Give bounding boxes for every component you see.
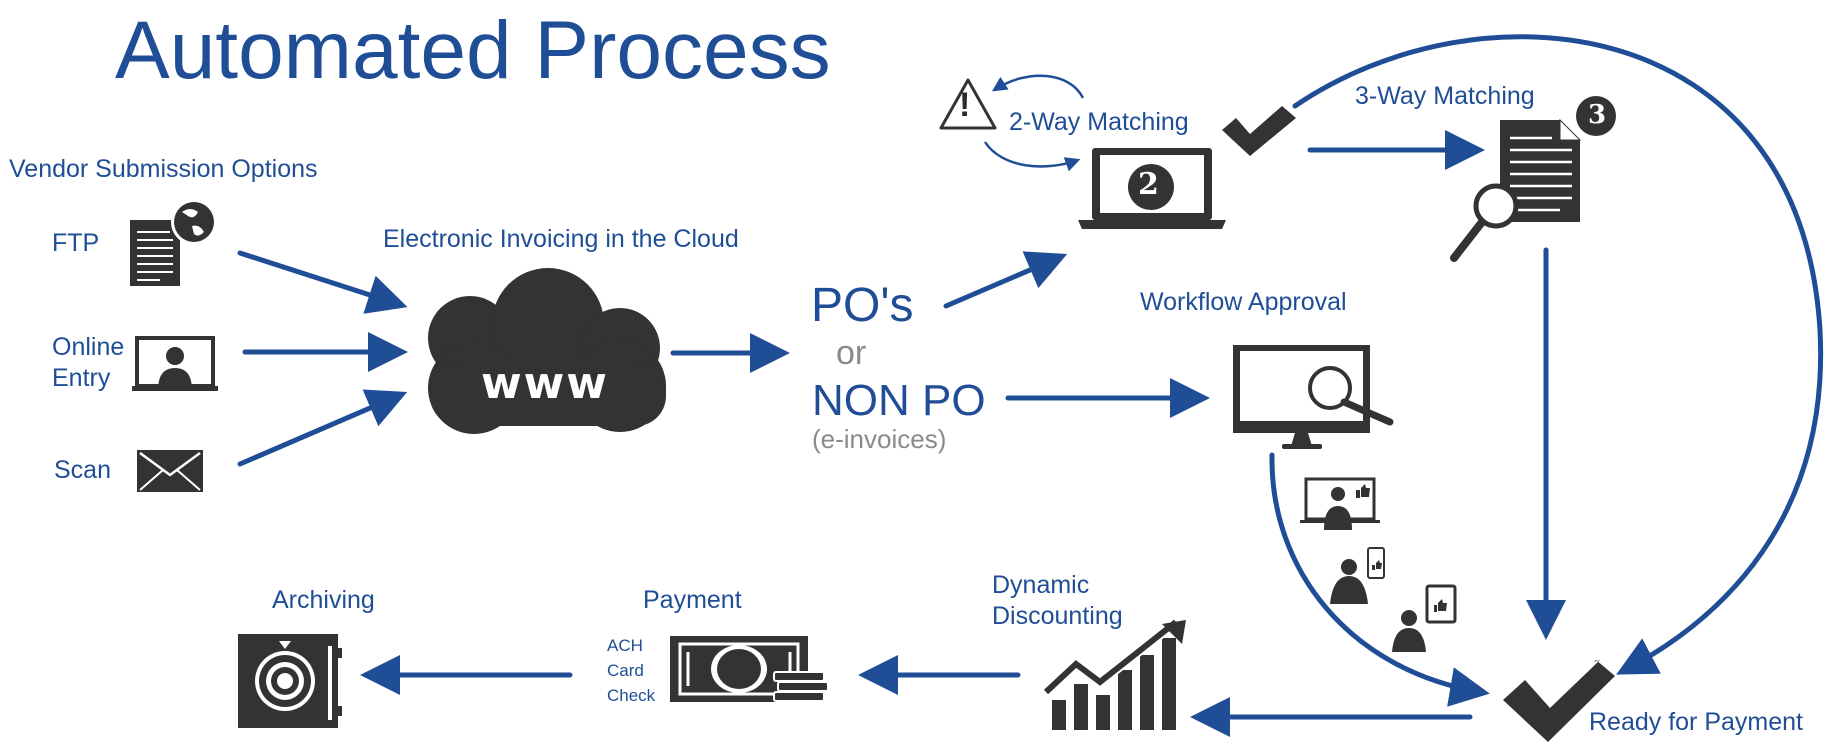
laptop-user-icon (132, 336, 218, 391)
ftp-label: FTP (52, 229, 100, 257)
entry-label: Entry (52, 364, 111, 392)
envelope-icon (137, 450, 203, 492)
pos-label: PO's (811, 279, 914, 332)
three-way-label: 3-Way Matching (1355, 82, 1535, 110)
cloud-heading: Electronic Invoicing in the Cloud (383, 225, 739, 253)
card-label: Card (607, 661, 644, 680)
document-magnifier-icon (1450, 96, 1616, 262)
vault-safe-icon (238, 634, 342, 728)
payment-heading: Payment (643, 586, 742, 614)
scan-label: Scan (54, 456, 111, 484)
www-text: www (481, 358, 609, 409)
arrow-scan-to-cloud (237, 389, 408, 467)
laptop-icon (1078, 148, 1226, 229)
arrow-ftp-to-cloud (237, 250, 408, 314)
arrow-po-to-2way (943, 251, 1068, 309)
two-way-label: 2-Way Matching (1009, 108, 1189, 136)
tablet-approver-icon (1392, 584, 1457, 652)
arrow-workflow-to-ready (1269, 452, 1490, 707)
growth-chart-icon (1042, 618, 1186, 730)
flow-arrows (237, 34, 1824, 737)
two-badge: 2 (1138, 167, 1159, 202)
warning-triangle-icon (939, 78, 997, 130)
arrow-2way-arc-to-ready (1292, 34, 1824, 675)
checkmark-icon (1222, 106, 1296, 156)
document-globe-icon (130, 199, 217, 286)
ready-checkmark-icon (1503, 660, 1615, 742)
online-label: Online (52, 333, 125, 361)
check-label: Check (607, 686, 656, 705)
page-title: Automated Process (115, 5, 831, 96)
vendor-options-heading: Vendor Submission Options (9, 155, 318, 183)
dynamic-label: Dynamic (992, 571, 1090, 599)
cloud-icon (428, 268, 666, 434)
laptop-approver-icon (1300, 477, 1380, 530)
refresh-arrows-icon (983, 74, 1085, 172)
workflow-heading: Workflow Approval (1140, 288, 1347, 316)
discounting-label: Discounting (992, 602, 1123, 630)
three-badge: 3 (1588, 100, 1607, 130)
ready-label: Ready for Payment (1589, 708, 1803, 736)
einvoices-label: (e-invoices) (812, 424, 947, 454)
alert-mark: ! (959, 86, 971, 124)
phone-approver-icon (1330, 547, 1385, 604)
ach-label: ACH (607, 636, 643, 655)
or-label: or (836, 334, 867, 372)
nonpo-label: NON PO (812, 376, 986, 425)
monitor-magnifier-icon (1233, 345, 1394, 449)
archiving-label: Archiving (272, 586, 375, 614)
banknote-coins-icon (670, 636, 829, 702)
